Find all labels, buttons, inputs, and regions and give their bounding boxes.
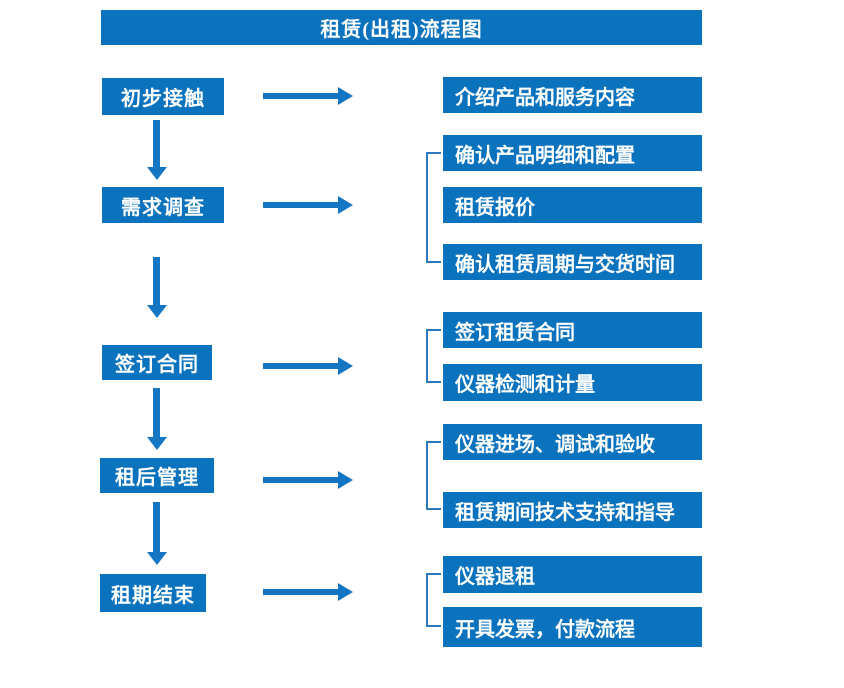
detail-box-instrument-setup-acceptance: 仪器进场、调试和验收 xyxy=(443,424,702,460)
detail-box-rental-quotation: 租赁报价 xyxy=(443,187,702,223)
detail-box-sign-rental-contract: 签订租赁合同 xyxy=(443,312,702,348)
down-arrow-4 xyxy=(147,502,167,565)
arrow-head xyxy=(338,196,353,214)
bracket-demand-survey-group xyxy=(426,152,441,263)
down-arrow-2 xyxy=(147,257,167,318)
detail-box-instrument-testing: 仪器检测和计量 xyxy=(443,364,702,401)
arrow-shaft xyxy=(263,363,339,369)
arrow-head xyxy=(147,552,167,565)
arrow-head xyxy=(338,357,353,375)
arrow-shaft xyxy=(153,388,160,437)
arrow-head xyxy=(338,87,353,105)
stage-box-demand-survey: 需求调查 xyxy=(102,187,224,223)
detail-box-technical-support: 租赁期间技术支持和指导 xyxy=(443,492,702,528)
arrow-shaft xyxy=(263,477,339,483)
diagram-title-banner: 租赁(出租)流程图 xyxy=(101,10,702,45)
arrow-head xyxy=(338,471,353,489)
bracket-rental-end-group xyxy=(426,573,441,627)
arrow-shaft xyxy=(153,502,160,552)
arrow-shaft xyxy=(263,93,339,99)
arrow-shaft xyxy=(153,120,160,167)
detail-box-confirm-rental-period: 确认租赁周期与交货时间 xyxy=(443,244,702,280)
stage-box-initial-contact: 初步接触 xyxy=(102,78,224,115)
right-arrow-2 xyxy=(263,196,353,214)
arrow-head xyxy=(147,305,167,318)
right-arrow-4 xyxy=(263,471,353,489)
bracket-sign-contract-group xyxy=(426,329,441,383)
stage-box-post-rental-management: 租后管理 xyxy=(100,458,214,493)
down-arrow-3 xyxy=(147,388,167,450)
detail-box-introduce-products: 介绍产品和服务内容 xyxy=(443,77,702,113)
arrow-head xyxy=(147,167,167,180)
detail-box-confirm-product-details: 确认产品明细和配置 xyxy=(443,135,702,171)
right-arrow-5 xyxy=(263,583,353,601)
bracket-post-rental-group xyxy=(426,441,441,510)
arrow-head xyxy=(338,583,353,601)
arrow-shaft xyxy=(153,257,160,305)
arrow-shaft xyxy=(263,202,339,208)
arrow-shaft xyxy=(263,589,339,595)
diagram-title: 租赁(出租)流程图 xyxy=(320,19,483,41)
detail-box-invoice-payment: 开具发票，付款流程 xyxy=(443,607,702,647)
stage-box-sign-contract: 签订合同 xyxy=(102,345,212,380)
down-arrow-1 xyxy=(147,120,167,180)
arrow-head xyxy=(147,437,167,450)
stage-box-rental-end: 租期结束 xyxy=(100,574,206,612)
right-arrow-3 xyxy=(263,357,353,375)
right-arrow-1 xyxy=(263,87,353,105)
detail-box-instrument-return: 仪器退租 xyxy=(443,556,702,593)
